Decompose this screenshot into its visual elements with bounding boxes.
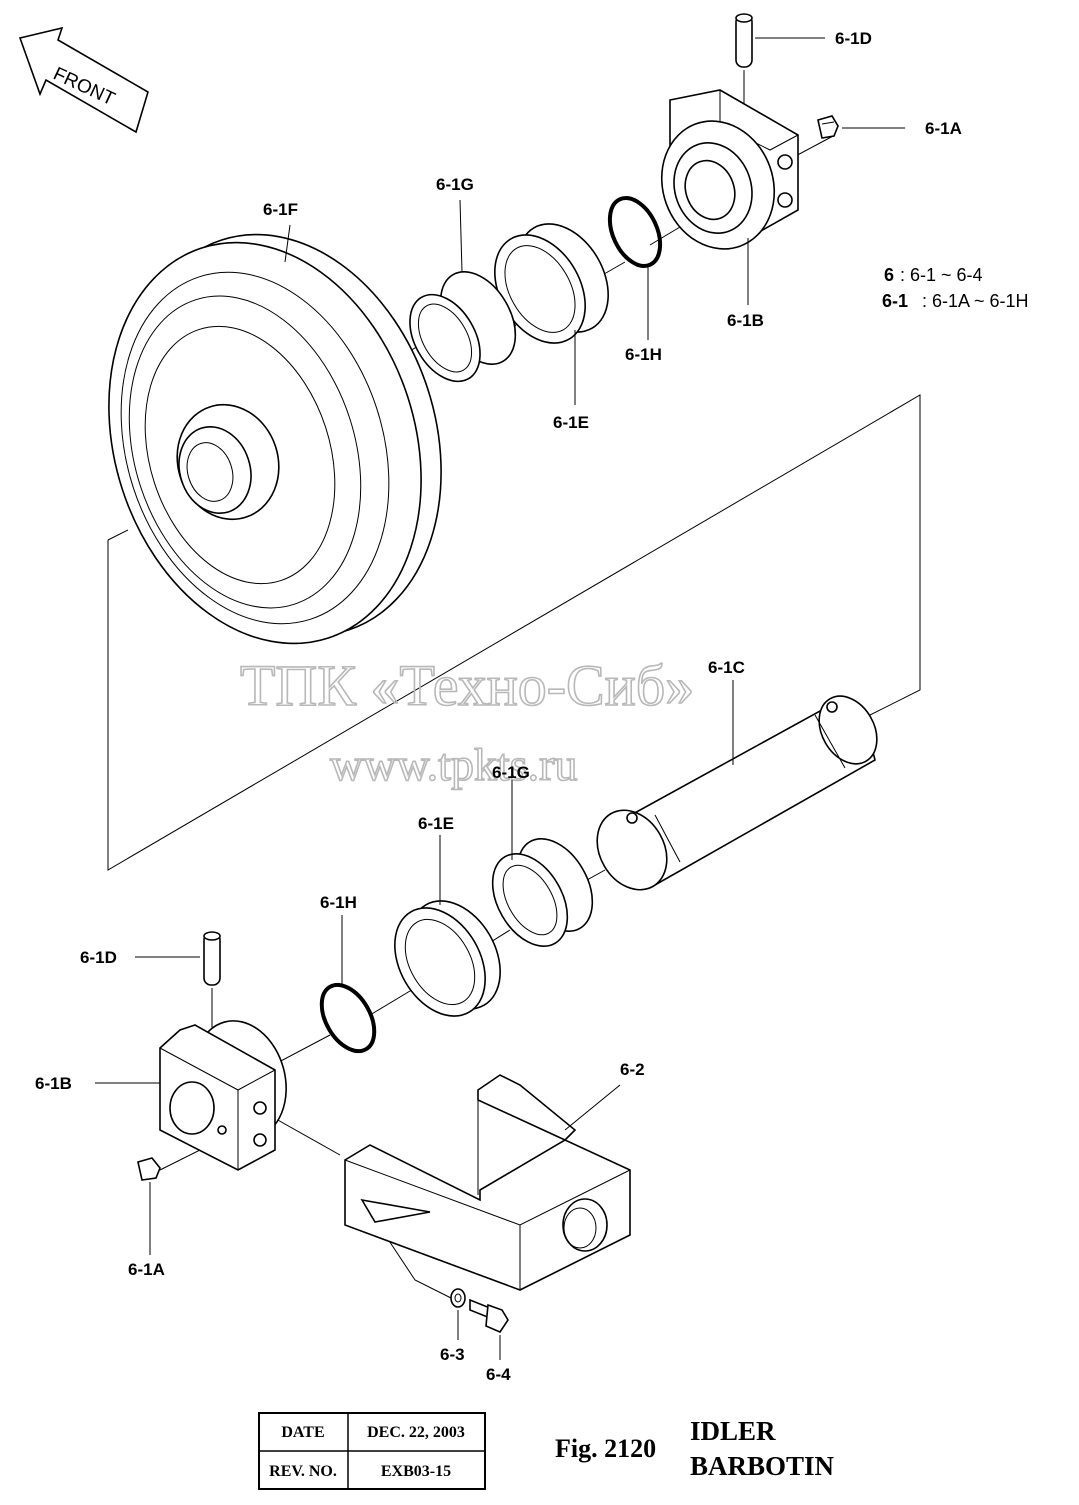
idler-wheel-6-1F xyxy=(108,233,442,645)
label-6-1H-bottom: 6-1H xyxy=(320,893,357,912)
figure-number: Fig. 2120 xyxy=(555,1434,656,1463)
shaft-6-1C xyxy=(596,695,878,891)
watermark-line1: ТПК «Техно-Сиб» xyxy=(240,653,694,718)
revision-table: DATE DEC. 22, 2003 REV. NO. EXB03-15 xyxy=(258,1412,486,1490)
figure-caption: Fig. 2120 IDLER BARBOTIN xyxy=(555,1416,835,1481)
note-2-key: 6-1 xyxy=(882,291,908,311)
watermark-line2: www.tpkts.ru xyxy=(330,739,577,790)
set-screw-6-1A-bottom xyxy=(137,1157,161,1255)
figure-title-line2: BARBOTIN xyxy=(690,1451,835,1481)
label-6-1F: 6-1F xyxy=(263,200,298,219)
table-rev-label: REV. NO. xyxy=(269,1463,337,1480)
pin-6-1D-top xyxy=(735,13,753,120)
bolt-6-4 xyxy=(469,1298,509,1333)
table-date-value: DEC. 22, 2003 xyxy=(367,1424,465,1441)
note-1-key: 6 xyxy=(884,265,894,285)
set-screw-6-1A-top xyxy=(817,115,839,139)
label-6-1G-bottom: 6-1G xyxy=(492,763,530,782)
label-6-4: 6-4 xyxy=(486,1365,511,1384)
label-6-1H-top: 6-1H xyxy=(625,345,662,364)
table-rev-value: EXB03-15 xyxy=(381,1463,451,1480)
label-6-1A-bottom: 6-1A xyxy=(128,1260,165,1279)
o-ring-6-1H-top xyxy=(607,196,663,268)
label-6-1D-bottom: 6-1D xyxy=(80,948,117,967)
washer-6-3 xyxy=(450,1288,466,1308)
bushing-6-1G-bottom xyxy=(491,838,594,947)
label-6-1A-top: 6-1A xyxy=(925,119,962,138)
seal-6-1E-bottom xyxy=(394,900,501,1017)
note-2-value: : 6-1A ~ 6-1H xyxy=(922,291,1029,311)
label-6-1G-top: 6-1G xyxy=(436,175,474,194)
label-6-3: 6-3 xyxy=(440,1345,465,1364)
label-6-1B-bottom: 6-1B xyxy=(35,1074,72,1093)
front-arrow: FRONT xyxy=(18,26,149,134)
part-labels: 6-1D 6-1A 6-1G 6-1F 6-1H 6-1B 6-1E 6-1C … xyxy=(35,29,962,1384)
composition-notes: 6 : 6-1 ~ 6-4 6-1 : 6-1A ~ 6-1H xyxy=(882,265,1029,311)
table-date-label: DATE xyxy=(281,1424,324,1441)
o-ring-6-1H-bottom xyxy=(319,982,377,1054)
yoke-6-2 xyxy=(344,1074,631,1291)
label-6-2: 6-2 xyxy=(620,1060,645,1079)
label-6-1E-top: 6-1E xyxy=(553,413,589,432)
bracket-6-1B-top xyxy=(660,89,799,250)
bushing-6-1G-top xyxy=(409,271,517,383)
note-1-value: : 6-1 ~ 6-4 xyxy=(900,265,983,285)
label-6-1D-top: 6-1D xyxy=(835,29,872,48)
figure-title-line1: IDLER xyxy=(690,1416,776,1446)
label-6-1B-top: 6-1B xyxy=(727,311,764,330)
label-6-1E-bottom: 6-1E xyxy=(418,814,454,833)
label-6-1C: 6-1C xyxy=(708,658,745,677)
bracket-6-1B-bottom xyxy=(159,1020,287,1171)
leader-lines xyxy=(95,37,905,1360)
watermark: ТПК «Техно-Сиб» www.tpkts.ru xyxy=(239,652,695,791)
